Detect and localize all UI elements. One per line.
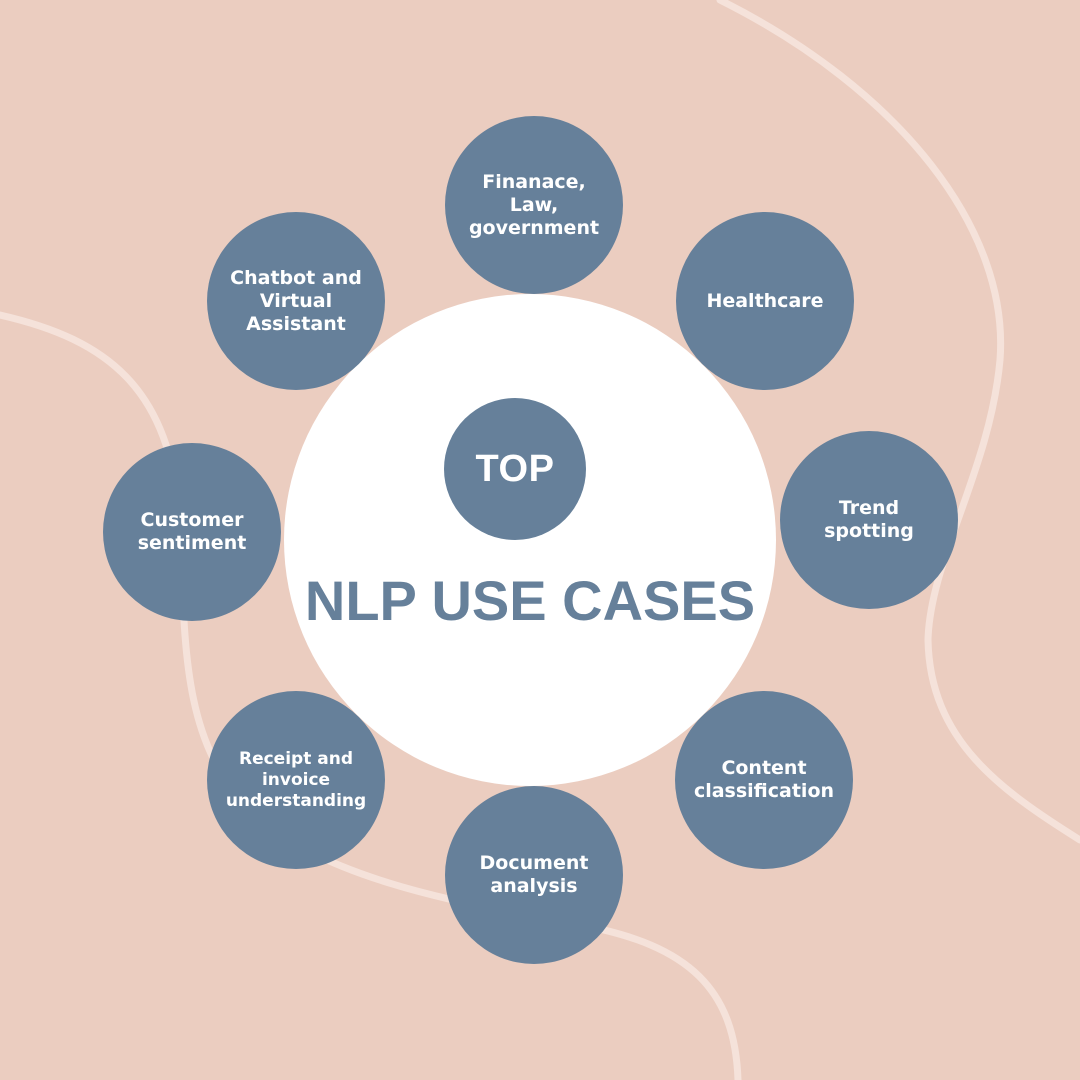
node-label: Trend spotting bbox=[824, 497, 914, 542]
node-chatbot-assistant: Chatbot and Virtual Assistant bbox=[207, 212, 385, 390]
node-label: Receipt and invoice understanding bbox=[225, 748, 367, 811]
node-finance-law-government: Finanace, Law, government bbox=[445, 116, 623, 294]
node-label: Customer sentiment bbox=[137, 509, 247, 554]
curve-right bbox=[716, 0, 1080, 844]
node-label: Content classification bbox=[693, 757, 835, 802]
node-label: Chatbot and Virtual Assistant bbox=[230, 266, 362, 335]
center-circle bbox=[284, 294, 776, 786]
node-customer-sentiment: Customer sentiment bbox=[103, 443, 281, 621]
node-healthcare: Healthcare bbox=[676, 212, 854, 390]
top-badge: TOP bbox=[444, 398, 586, 540]
node-trend-spotting: Trend spotting bbox=[780, 431, 958, 609]
node-label: Healthcare bbox=[706, 289, 824, 312]
node-label: Finanace, Law, government bbox=[468, 170, 600, 239]
node-document-analysis: Document analysis bbox=[445, 786, 623, 964]
node-label: Document analysis bbox=[479, 852, 589, 897]
node-content-classification: Content classification bbox=[675, 691, 853, 869]
node-receipt-invoice: Receipt and invoice understanding bbox=[207, 691, 385, 869]
page-title: NLP USE CASES bbox=[304, 569, 756, 632]
